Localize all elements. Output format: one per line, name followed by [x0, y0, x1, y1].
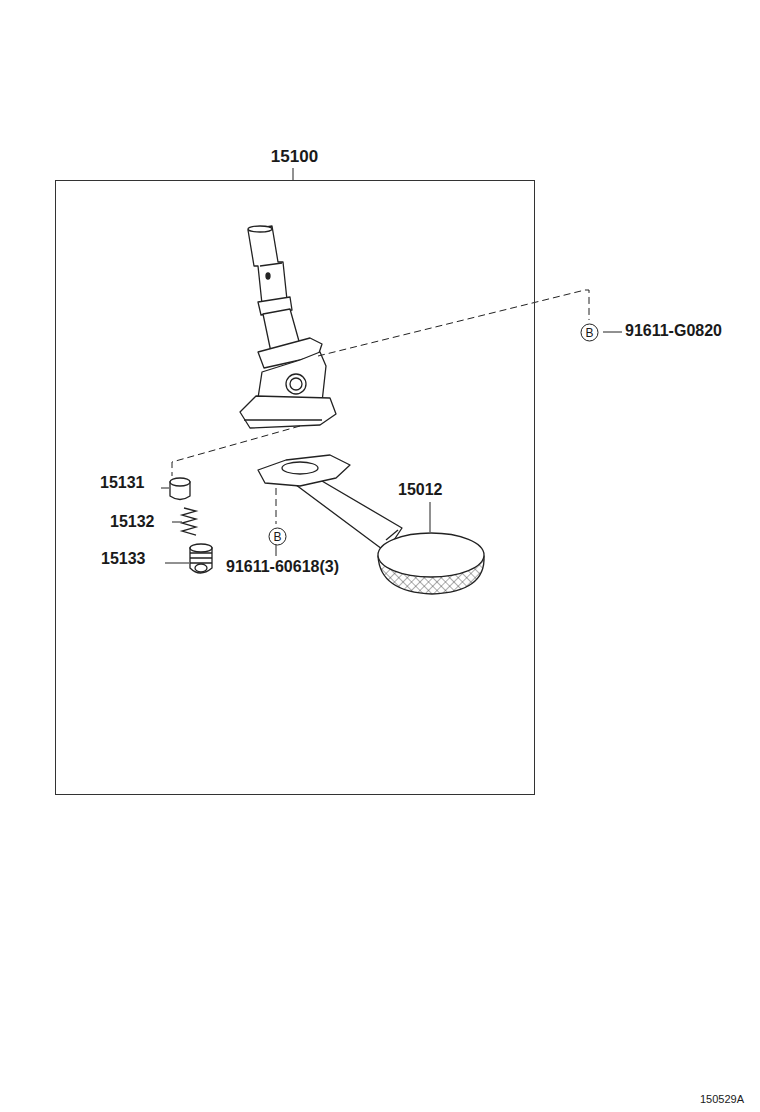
circle-letter: B — [585, 327, 593, 339]
oil-pump — [240, 226, 336, 428]
leader-line — [161, 168, 622, 563]
circled-letter: B — [268, 527, 287, 546]
part-number: 91611-G0820 — [625, 322, 722, 340]
assembly-number: 15100 — [271, 147, 318, 166]
diagram-id: 150529A — [700, 1090, 744, 1108]
circled-letter: B — [580, 323, 599, 342]
dashed-leader — [172, 290, 589, 524]
callout-number: 15133 — [101, 550, 146, 568]
callout-number: 15131 — [100, 474, 145, 492]
circle-letter: B — [273, 531, 281, 543]
callout-number: 15132 — [110, 513, 155, 531]
part-number: 91611-60618(3) — [226, 558, 339, 576]
callout-number: 15012 — [398, 481, 443, 499]
relief-valve-parts — [170, 478, 212, 573]
